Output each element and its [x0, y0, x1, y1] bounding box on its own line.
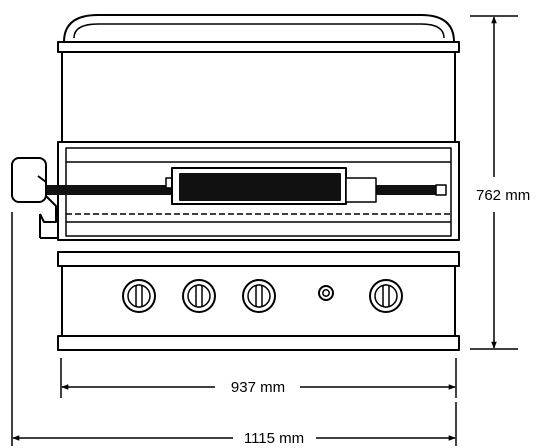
inner-width-dimension: [60, 358, 457, 398]
height-dimension: [470, 15, 518, 350]
control-knobs: [122, 279, 403, 313]
grill-hood: [57, 14, 460, 143]
hood-top-inner-line: [73, 23, 445, 39]
knob-outer-ring: [122, 279, 156, 313]
motor-housing: [11, 157, 47, 203]
igniter-button-icon[interactable]: [318, 285, 334, 301]
spit-end-cap: [435, 184, 447, 196]
inner-width-dimension-label: 937 mm: [231, 379, 285, 396]
knob-outer-ring: [369, 279, 403, 313]
knob-grip: [382, 284, 390, 308]
hood-handle-bar: [57, 41, 460, 53]
control-panel: [57, 251, 460, 351]
spit-fork-right: [345, 177, 377, 203]
control-panel-top-band: [57, 251, 460, 267]
control-knob-icon[interactable]: [242, 279, 276, 313]
height-dimension-label: 762 mm: [476, 187, 530, 204]
spit-meat-block: [179, 173, 341, 201]
rotisserie-chamber: [45, 141, 460, 241]
overall-width-dimension: [11, 212, 457, 446]
overall-width-dimension-label: 1115 mm: [244, 430, 304, 447]
control-knob-icon[interactable]: [122, 279, 156, 313]
knob-outer-ring: [182, 279, 216, 313]
rotisserie-motor-icon: [11, 157, 58, 239]
control-knob-icon[interactable]: [369, 279, 403, 313]
knob-grip: [135, 284, 143, 308]
hood-top-outline: [63, 14, 455, 43]
control-knob-icon[interactable]: [182, 279, 216, 313]
grill-base-band: [57, 335, 460, 351]
knob-grip: [255, 284, 263, 308]
motor-bracket: [37, 175, 57, 223]
knob-outer-ring: [242, 279, 276, 313]
hood-front-panel: [61, 51, 456, 143]
knob-grip: [195, 284, 203, 308]
